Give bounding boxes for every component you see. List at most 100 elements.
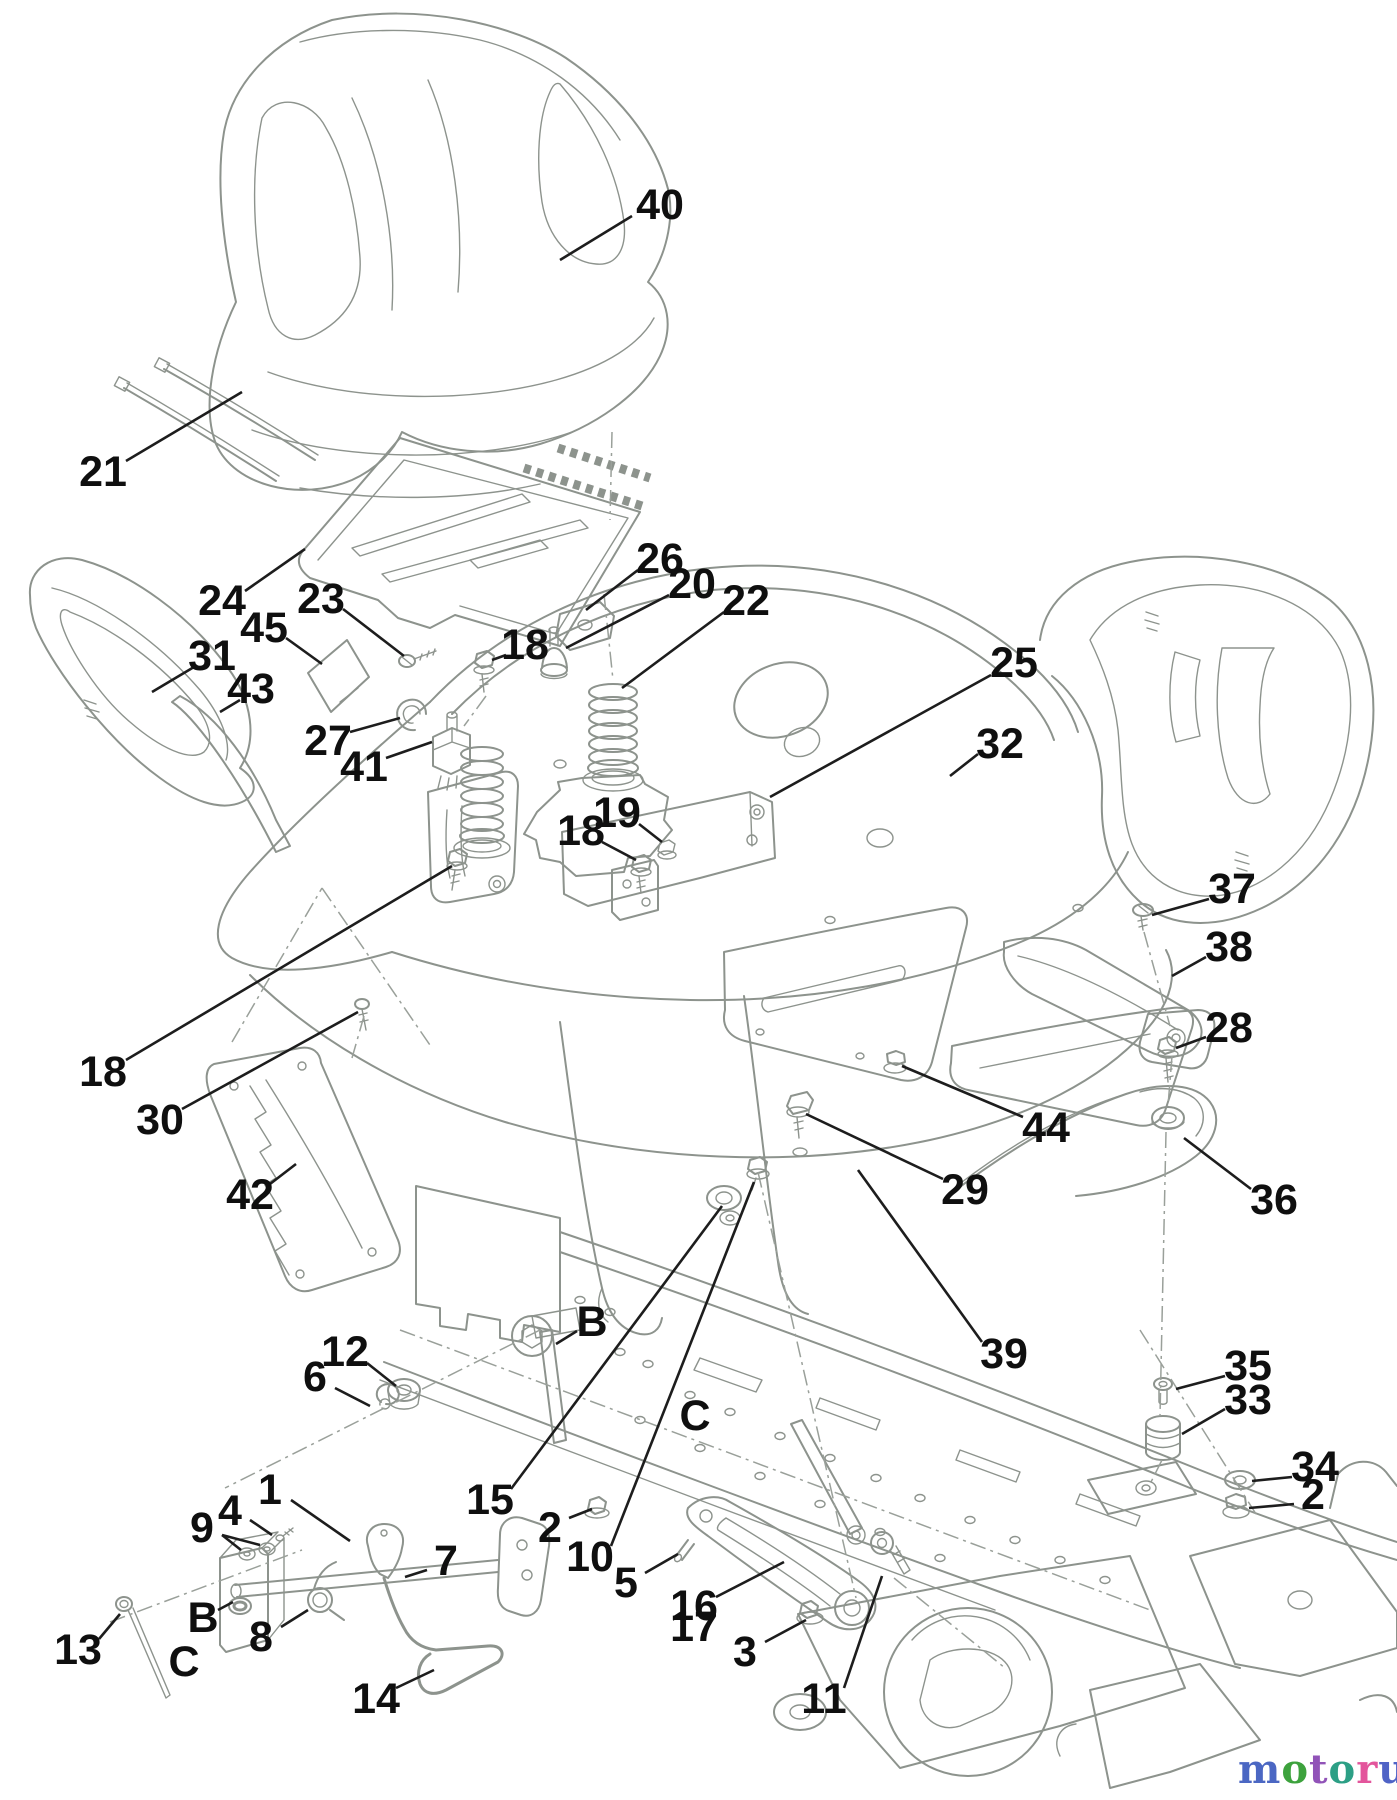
part-label-41: 41 [340,743,388,791]
part-label-44: 44 [1022,1104,1070,1152]
leader-line-1 [290,1498,351,1543]
ref-label-C: C [679,1392,710,1440]
leader-line-22 [621,610,725,690]
part-label-2: 2 [538,1504,562,1552]
part-label-14: 14 [352,1675,400,1723]
axis-lines [109,431,1257,1669]
leader-line-29 [805,1112,944,1181]
part-label-20: 20 [668,560,716,608]
leader-line-B [217,1600,234,1612]
part-label-19: 19 [593,789,641,837]
part-label-17: 17 [670,1603,718,1651]
leader-line-18 [601,840,637,862]
leader-line-14 [395,1668,435,1690]
part-label-8: 8 [249,1613,273,1661]
leader-line-28 [1175,1035,1207,1050]
leader-line-21 [125,390,243,463]
part-label-22: 22 [722,577,770,625]
leader-line-9 [221,1533,261,1547]
leader-line-41 [385,740,433,760]
right-armrest-assembly [947,903,1218,1197]
ref-label-B: B [187,1594,218,1642]
leader-line-18 [491,653,507,662]
part-label-1: 1 [258,1466,282,1514]
leader-line-39 [856,1169,984,1343]
ref-label-B: B [576,1298,607,1346]
leader-lines [98,214,1295,1690]
seat-mounting-plate [297,437,652,651]
leader-line-36 [1183,1136,1252,1191]
part-label-25: 25 [990,639,1038,687]
part-label-45: 45 [240,604,288,652]
part-label-24: 24 [198,577,246,625]
seat [208,12,672,499]
part-label-3: 3 [733,1628,757,1676]
lever-assembly [115,1516,551,1699]
motoruf-watermark: motoruf.de [1238,1746,1397,1793]
part-label-5: 5 [614,1559,638,1607]
part-label-43: 43 [227,665,275,713]
seat-bracket-assembly [561,791,894,921]
leader-line-11 [842,1575,884,1689]
leader-line-12 [366,1361,397,1388]
leader-line-43 [219,698,241,714]
part-label-23: 23 [297,575,345,623]
part-label-18: 18 [79,1048,127,1096]
fender-body [216,555,1375,1336]
part-label-6: 6 [303,1353,327,1401]
part-label-31: 31 [188,632,236,680]
part-label-15: 15 [466,1476,514,1524]
part-label-2: 2 [1301,1471,1325,1519]
leader-line-26 [585,568,639,612]
ref-label-C: C [168,1638,199,1686]
frame [379,1147,1397,1789]
leader-line-27 [349,716,401,734]
part-label-27: 27 [304,717,352,765]
leader-line-34 [1251,1475,1293,1483]
part-label-28: 28 [1205,1004,1253,1052]
leader-line-9 [221,1533,242,1552]
leader-line-2 [568,1507,593,1520]
right-fastener-stack [1145,1377,1256,1519]
part-label-9: 9 [190,1504,214,1552]
leader-line-40 [559,214,633,262]
left-armrest-trim [28,557,370,853]
part-label-42: 42 [226,1171,274,1219]
part-label-10: 10 [566,1533,614,1581]
leader-line-4 [249,1518,273,1537]
part-label-13: 13 [54,1626,102,1674]
adjuster-arm-assembly [584,1156,911,1631]
part-label-40: 40 [636,181,684,229]
leader-line-20 [565,593,670,650]
part-label-7: 7 [434,1537,458,1585]
leader-line-19 [638,822,663,844]
leader-line-3 [764,1618,807,1644]
leader-line-2 [1248,1502,1295,1510]
part-label-39: 39 [980,1330,1028,1378]
part-label-29: 29 [941,1166,989,1214]
leader-line-25 [769,673,992,799]
part-label-36: 36 [1250,1176,1298,1224]
leader-line-44 [901,1064,1024,1119]
part-label-32: 32 [976,720,1024,768]
leader-line-32 [949,752,979,778]
part-label-12: 12 [321,1328,369,1376]
latch-plate [205,848,468,1293]
part-label-30: 30 [136,1096,184,1144]
cable-ties [113,357,319,482]
part-label-21: 21 [79,448,127,496]
leader-line-B [555,1329,578,1346]
leader-line-38 [1171,955,1207,978]
part-label-18: 18 [557,807,605,855]
leader-line-42 [269,1162,297,1186]
leader-line-35 [1175,1374,1226,1391]
part-label-37: 37 [1208,865,1256,913]
part-label-26: 26 [636,535,684,583]
part-label-33: 33 [1224,1376,1272,1424]
leader-line-23 [342,607,405,658]
leader-line-15 [509,1205,724,1490]
leader-line-6 [334,1386,371,1408]
leader-line-5 [644,1552,679,1575]
